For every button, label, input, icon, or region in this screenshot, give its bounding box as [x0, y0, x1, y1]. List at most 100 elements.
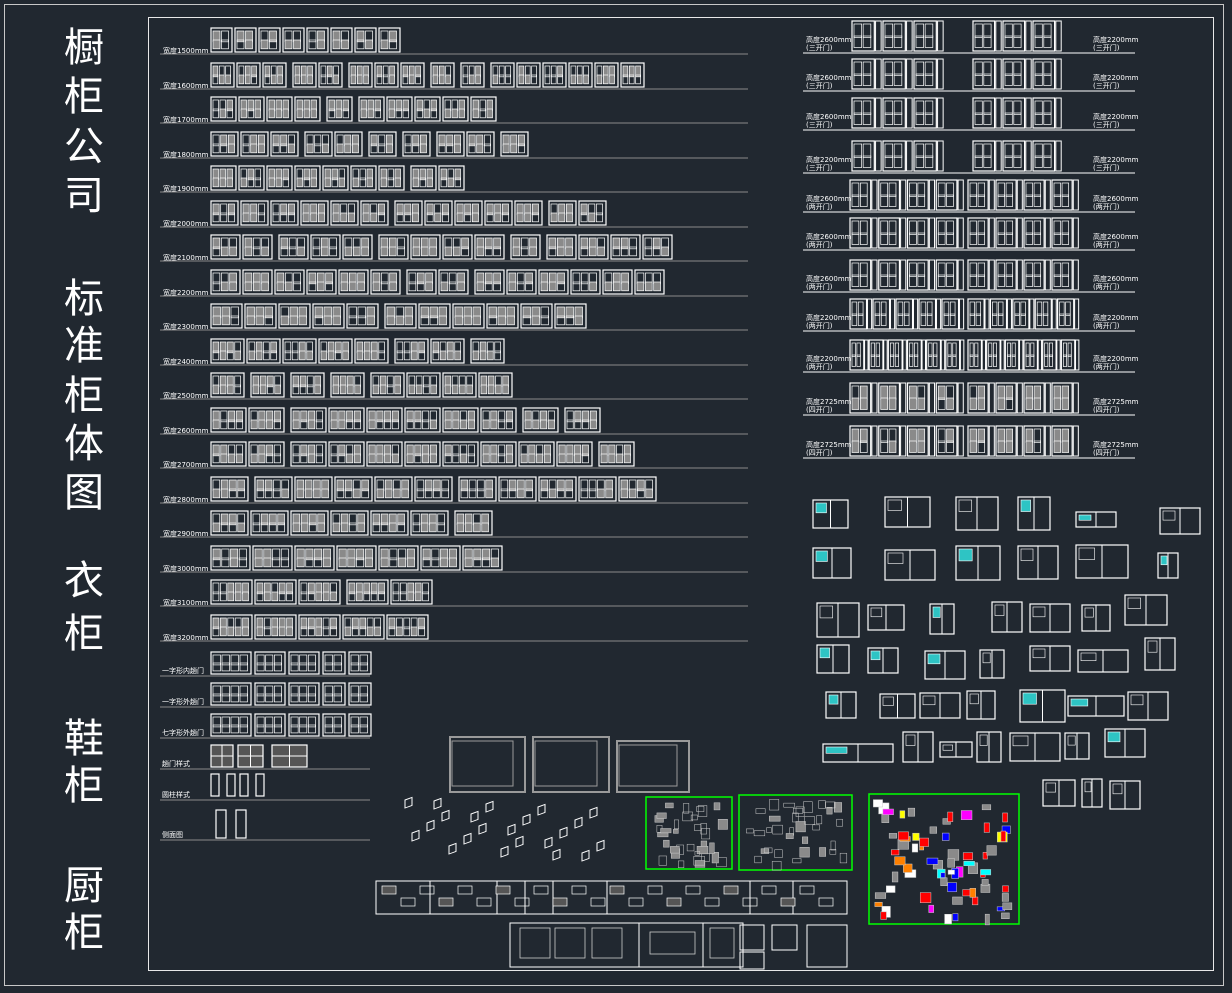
cabinet-panel [1011, 354, 1016, 367]
cabinet-panel [330, 453, 338, 464]
iso-part [485, 800, 494, 813]
iso-part [589, 806, 598, 819]
cabinet-panel [464, 203, 472, 216]
cabinet-outline [878, 259, 901, 291]
cabinet-panel [946, 262, 954, 277]
cabinet-panel [271, 626, 279, 637]
cabinet-panel [305, 557, 314, 568]
cabinet-panel [909, 232, 917, 245]
cabinet-side [995, 140, 1002, 172]
cabinet-panel [269, 30, 277, 43]
library-symbol [907, 807, 916, 817]
cabinet-panel [410, 626, 418, 637]
cabinet-outline [972, 140, 996, 172]
cabinet-panel [220, 513, 229, 526]
cabinet-panel [1053, 274, 1061, 287]
elevation-unit [571, 885, 587, 895]
furniture-detail [1147, 640, 1158, 653]
height-label: 高度2200mm [806, 355, 852, 363]
furniture-detail [969, 693, 979, 705]
cabinet-panel [244, 246, 253, 257]
cabinet-panel [349, 522, 357, 533]
iso-part [507, 823, 516, 836]
iso-part [581, 849, 590, 862]
cabinet-panel [415, 384, 423, 395]
cabinet-panel [227, 143, 235, 154]
cabinet-panel [1005, 262, 1014, 277]
cabinet-panel [540, 479, 549, 492]
cabinet-panel [983, 73, 992, 86]
cabinet-panel [438, 134, 446, 147]
cabinet-panel [377, 203, 385, 216]
cabinet-panel [1013, 112, 1022, 125]
cabinet-side [875, 140, 882, 172]
elevation-unit [419, 885, 435, 895]
cabinet-panel [486, 212, 494, 223]
cabinet-outline [238, 96, 265, 122]
cabinet-side [871, 382, 878, 414]
cabinet-panel [265, 693, 274, 703]
cabinet-panel [344, 488, 353, 499]
cabinet-panel [467, 419, 475, 430]
cabinet-panel [308, 626, 315, 637]
cabinet-outline [210, 713, 252, 737]
cabinet-panel [330, 626, 337, 637]
cabinet-panel [574, 315, 583, 326]
cabinet-panel [252, 246, 261, 257]
cabinet-panel [242, 134, 250, 147]
cabinet-panel [401, 488, 409, 499]
cabinet-panel [438, 143, 446, 154]
cabinet-outline [578, 476, 617, 502]
cabinet-panel [212, 99, 219, 112]
cabinet-panel [414, 410, 422, 423]
cabinet-outline [374, 62, 399, 88]
cabinet-panel [348, 591, 356, 602]
cabinet-panel [236, 30, 245, 43]
cabinet-outline [300, 200, 329, 226]
cabinet-panel [909, 440, 917, 453]
cabinet-outline [967, 298, 985, 330]
library-symbol [983, 822, 990, 833]
cabinet-panel [221, 716, 230, 728]
cabinet-panel [415, 65, 421, 78]
cabinet-panel [212, 654, 221, 666]
cabinet-panel [328, 108, 335, 119]
cabinet-panel [422, 453, 430, 464]
cabinet-panel [416, 272, 425, 285]
cabinet-panel [321, 488, 329, 499]
cabinet-outline [913, 140, 937, 172]
cabinet-side [1055, 97, 1062, 129]
cabinet-panel [278, 591, 286, 602]
library-symbol [1001, 912, 1010, 920]
cabinet-panel [315, 410, 323, 423]
cabinet-panel [536, 453, 544, 464]
cabinet-panel [218, 74, 225, 85]
cabinet-outline [906, 382, 929, 414]
cabinet-panel [461, 237, 469, 250]
cabinet-panel [407, 591, 415, 602]
cabinet-panel [250, 453, 258, 464]
cabinet-outline [210, 234, 241, 260]
library-symbol [963, 861, 975, 867]
height-label: 高度2600mm [1093, 233, 1139, 241]
width-label: 宽度2100mm [163, 254, 209, 262]
cabinet-panel [212, 662, 221, 672]
cabinet-panel [893, 35, 903, 48]
cabinet-panel [263, 557, 272, 568]
cabinet-panel [580, 237, 589, 250]
cabinet-outline [995, 425, 1017, 457]
cabinet-panel [1004, 23, 1013, 38]
cabinet-side [988, 179, 995, 211]
cabinet-panel [335, 108, 342, 119]
cabinet-outline [906, 425, 929, 457]
title-char: 柜 [64, 910, 104, 956]
cabinet-panel [212, 716, 221, 728]
cabinet-panel [404, 315, 413, 326]
door-type-label: (两开门) [1093, 363, 1120, 371]
cabinet-outline [1023, 259, 1045, 291]
cabinet-outline [248, 441, 285, 467]
cabinet-panel [1025, 342, 1030, 357]
cabinet-panel [416, 99, 423, 112]
cabinet-panel [416, 488, 425, 499]
